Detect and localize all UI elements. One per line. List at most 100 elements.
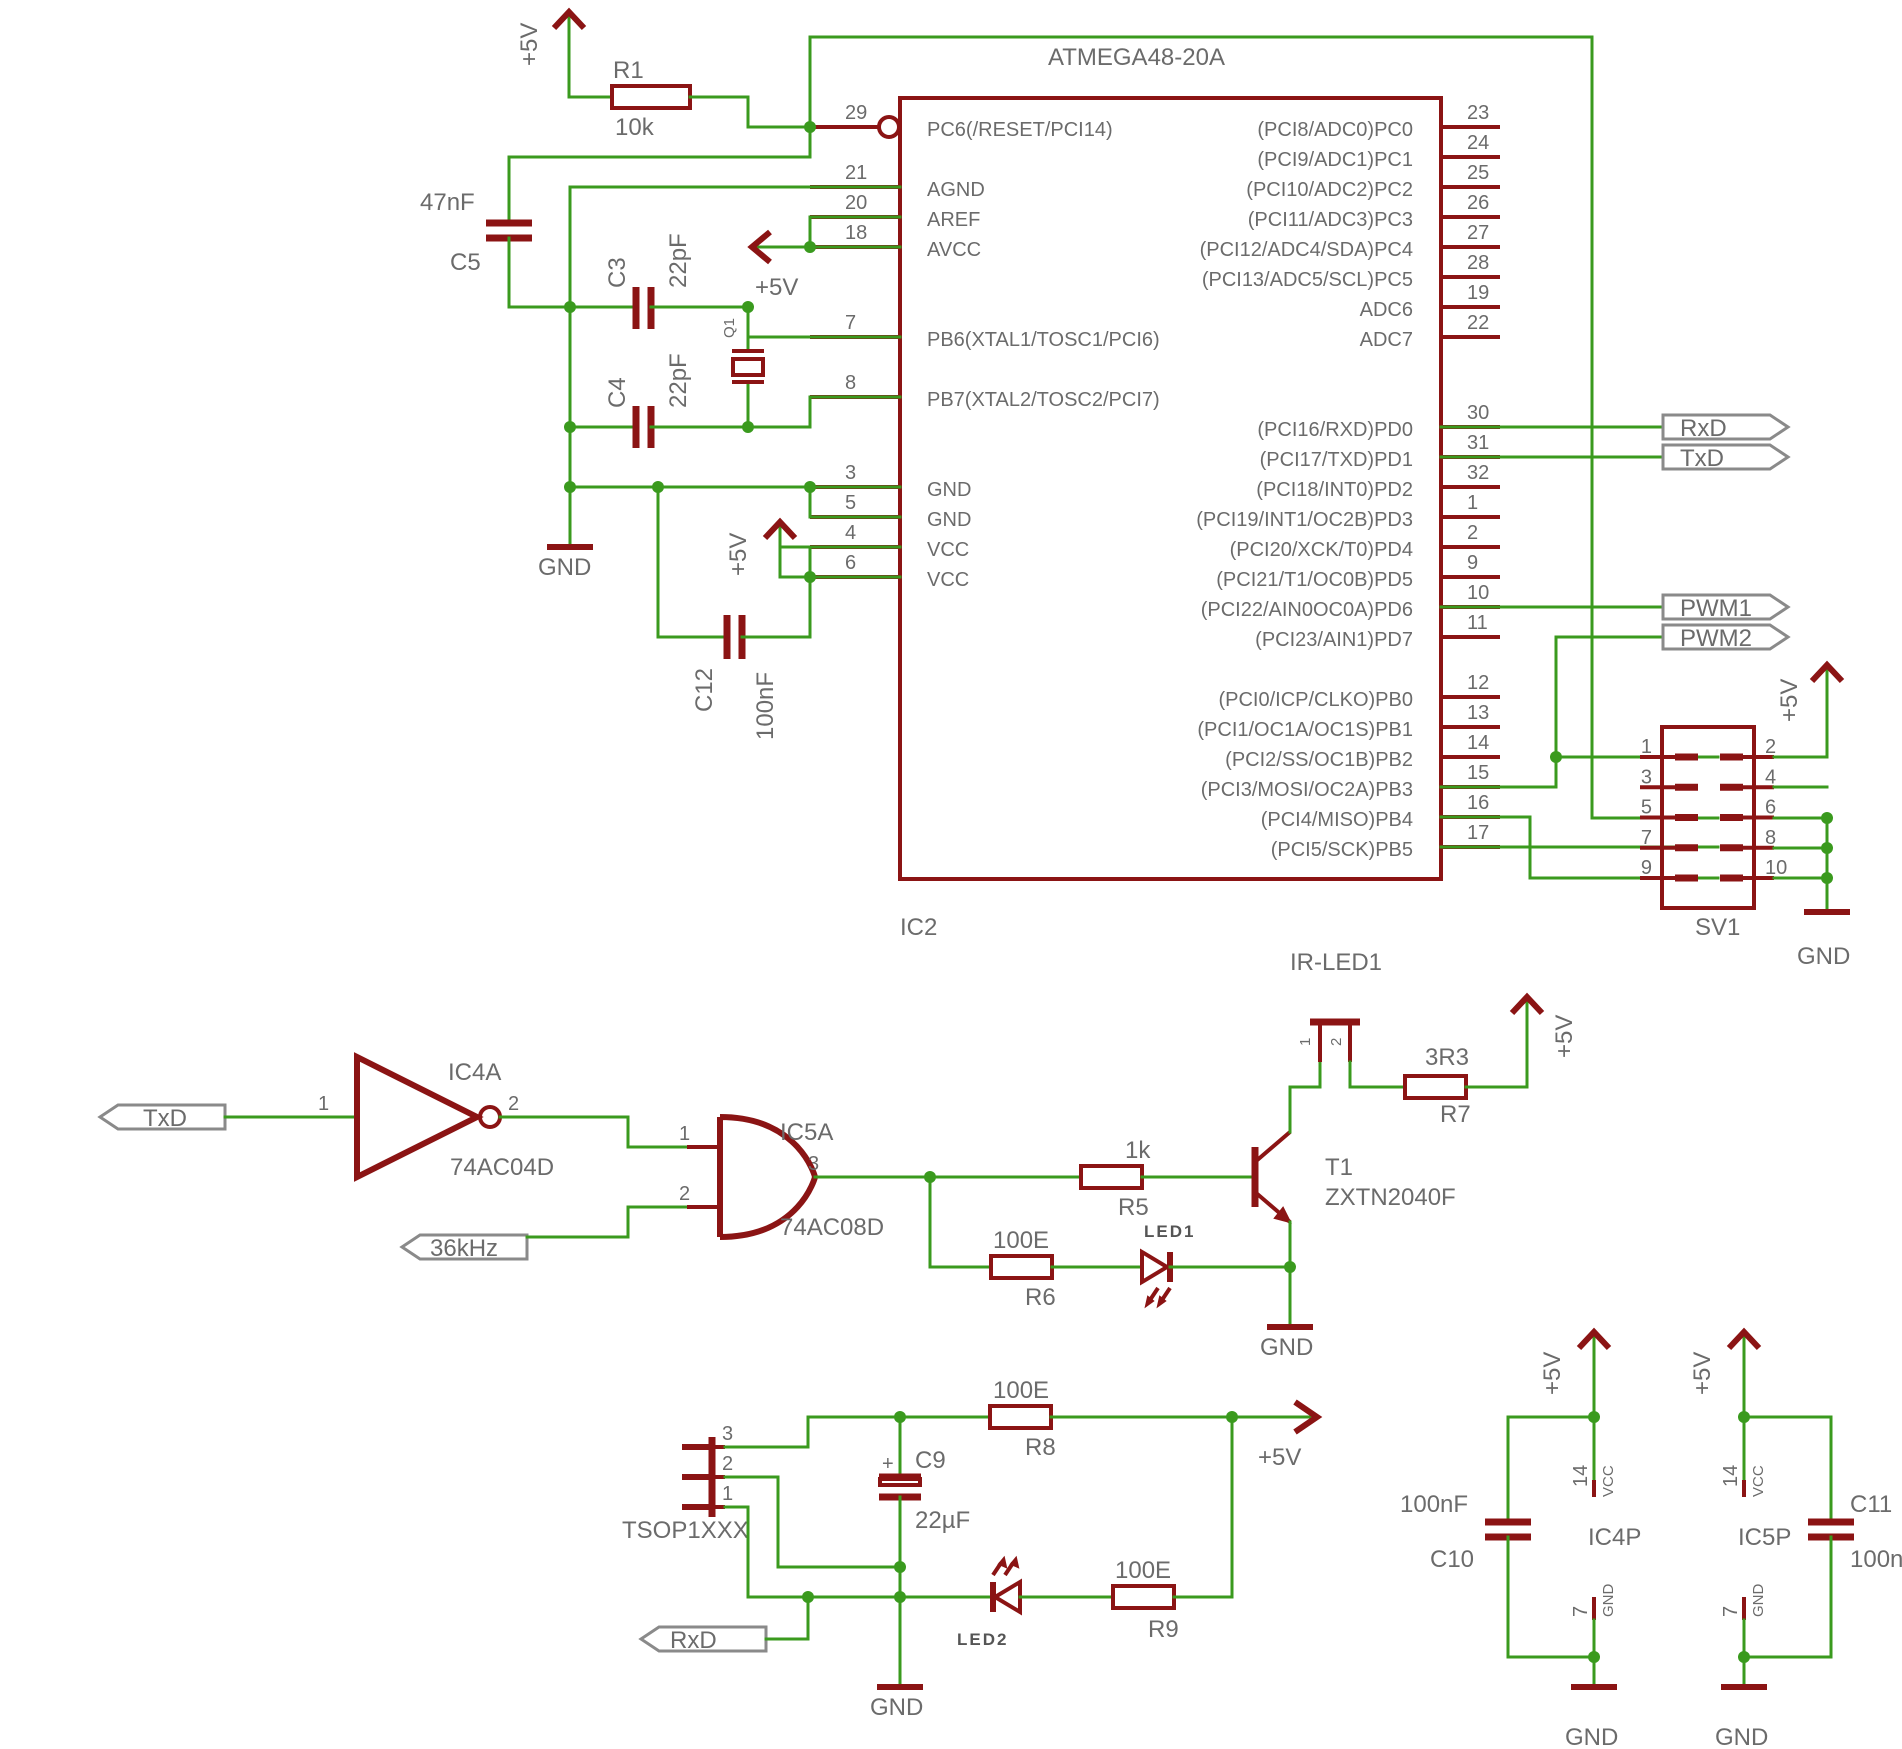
ic4a-pin-in: 1 (318, 1093, 329, 1115)
ic2-right-pin-num: 25 (1467, 162, 1489, 184)
ic2-right-pin-name: ADC7 (1360, 329, 1413, 351)
net-label-txd-in: TxD (97, 1103, 227, 1132)
ic2-right-pin-num: 31 (1467, 432, 1489, 454)
ic4p-gnd-label: GND (1565, 1724, 1618, 1749)
ic4a-pin-out: 2 (508, 1093, 519, 1115)
sv1-pin-odd: 7 (1641, 827, 1652, 849)
r7-resistor (1403, 1074, 1468, 1100)
ic2-left-pin-name: VCC (927, 569, 969, 591)
ic4a-value: 74AC04D (450, 1154, 554, 1181)
ic2-right-pin-name: (PCI18/INT0)PD2 (1256, 479, 1413, 501)
ic2-right-pin-name: ADC6 (1360, 299, 1413, 321)
sv1-gnd-label: GND (1797, 943, 1850, 970)
led2-diode (990, 1555, 1022, 1616)
ic2-left-pin-name: AVCC (927, 239, 981, 261)
net-label-36khz: 36kHz (399, 1233, 529, 1262)
ic5p-ref: IC5P (1738, 1524, 1791, 1551)
ic2-left-pin-name: PC6(/RESET/PCI14) (927, 119, 1113, 141)
ic4p-power: +5V 100nF C10 14 VCC IC4P 7 GND GND (1400, 1327, 1641, 1749)
r7-value: 3R3 (1425, 1044, 1469, 1071)
ic2-right-pin-name: (PCI17/TXD)PD1 (1260, 449, 1413, 471)
ic4p-vcc-pin: 14 (1570, 1465, 1592, 1487)
c9-ref: C9 (915, 1447, 946, 1474)
ic5a-pin-a: 1 (679, 1123, 690, 1145)
led2-ref: LED2 (957, 1630, 1008, 1649)
ic2-right-pin-name: (PCI13/ADC5/SCL)PC5 (1202, 269, 1413, 291)
ic4p-ref: IC4P (1588, 1524, 1641, 1551)
ic2-right-pin-name: (PCI3/MOSI/OC2A)PB3 (1201, 779, 1413, 801)
sv1-pin-odd: 1 (1641, 736, 1652, 758)
c10-value: 100nF (1400, 1491, 1468, 1518)
c4-ref: C4 (604, 377, 631, 408)
ic4p-supply-label: +5V (1539, 1352, 1566, 1395)
ic2-right-pin-name: (PCI22/AIN0OC0A)PD6 (1201, 599, 1413, 621)
ic2-name: ATMEGA48-20A (1048, 44, 1225, 71)
ic2-left-pin-num: 6 (845, 552, 856, 574)
ic2-left-pin-num: 29 (845, 102, 867, 124)
ic2-right-pin-name: (PCI2/SS/OC1B)PB2 (1225, 749, 1413, 771)
ic2-right-pin-name: (PCI1/OC1A/OC1S)PB1 (1197, 719, 1413, 741)
vcc-supply-label: +5V (725, 533, 752, 576)
r6-value: 100E (993, 1227, 1049, 1254)
ic2-left-pin-num: 5 (845, 492, 856, 514)
ir-transmitter: TxD 1 IC4A 74AC04D 2 36kHz 1 2 IC5A 74AC… (97, 949, 1578, 1361)
ic2-right-pin-name: (PCI21/T1/OC0B)PD5 (1216, 569, 1413, 591)
ic2-right-pin-name: (PCI12/ADC4/SDA)PC4 (1200, 239, 1413, 261)
ic2-right-pin-num: 22 (1467, 312, 1489, 334)
ic2-right-pin-num: 15 (1467, 762, 1489, 784)
sv1-pin-even: 2 (1765, 736, 1776, 758)
ic2-right-pin-name: (PCI23/AIN1)PD7 (1255, 629, 1413, 651)
r1-resistor (610, 84, 692, 110)
r8-ref: R8 (1025, 1434, 1056, 1461)
ic2-right-pin-num: 1 (1467, 492, 1478, 514)
ic5a-value: 74AC08D (780, 1214, 884, 1241)
q1-crystal (731, 357, 765, 377)
net-label-rxd-out: RxD (638, 1625, 768, 1654)
net-label-36khz-text: 36kHz (430, 1235, 498, 1262)
c11-ref: C11 (1850, 1491, 1892, 1518)
ir-receiver: 3 2 1 TSOP1XXX 100E R8 +5V + C9 22µF GND… (622, 1377, 1323, 1721)
ic2-right-pin-name: (PCI20/XCK/T0)PD4 (1230, 539, 1413, 561)
c3-ref: C3 (604, 257, 631, 288)
irled-ref: IR-LED1 (1290, 949, 1382, 976)
c9-value: 22µF (915, 1507, 970, 1534)
ic4p-gnd-pin: 7 (1570, 1606, 1592, 1617)
ic2-right-pins: 23(PCI8/ADC0)PC024(PCI9/ADC1)PC125(PCI10… (1196, 102, 1500, 861)
c12-ref: C12 (691, 668, 718, 712)
tsop-pin-1: 1 (722, 1483, 733, 1505)
t1-ref: T1 (1325, 1154, 1353, 1181)
rx-gnd-label: GND (870, 1694, 923, 1721)
t1-transistor (1251, 1130, 1292, 1224)
ic2-right-pin-num: 30 (1467, 402, 1489, 424)
ic2-mcu: ATMEGA48-20A IC2 29PC6(/RESET/PCI14)21AG… (810, 44, 1500, 941)
ic5p-vcc-pin: 14 (1720, 1465, 1742, 1487)
t1-gnd-label: GND (1260, 1334, 1313, 1361)
ic5a-pin-out: 3 (808, 1153, 819, 1175)
ic2-left-pin-num: 3 (845, 462, 856, 484)
net-label-pwm2-text: PWM2 (1680, 625, 1752, 652)
c9-plus: + (882, 1453, 894, 1475)
sv1-pin-even: 4 (1765, 766, 1776, 788)
ic2-right-pin-num: 27 (1467, 222, 1489, 244)
ic2-ref: IC2 (900, 914, 937, 941)
tsop-ref: TSOP1XXX (622, 1517, 749, 1544)
c5-value: 47nF (420, 189, 475, 216)
r6-ref: R6 (1025, 1284, 1056, 1311)
c3-value: 22pF (665, 233, 692, 288)
ic2-right-pin-num: 9 (1467, 552, 1478, 574)
r9-resistor (1111, 1584, 1176, 1610)
c5-ref: C5 (450, 249, 481, 276)
ic2-left-pin-name: PB7(XTAL2/TOSC2/PCI7) (927, 389, 1160, 411)
ic5p-power: +5V C11 100nF 14 VCC IC5P 7 GND GND (1689, 1327, 1902, 1749)
ic2-left-pin-name: AGND (927, 179, 985, 201)
r5-resistor (1079, 1164, 1144, 1190)
irled-pin1: 1 (1297, 1038, 1314, 1046)
ic2-right-pin-name: (PCI19/INT1/OC2B)PD3 (1196, 509, 1413, 531)
ic2-right-pin-name: (PCI16/RXD)PD0 (1257, 419, 1413, 441)
ic2-right-pin-num: 32 (1467, 462, 1489, 484)
c11-value: 100nF (1850, 1546, 1902, 1573)
ic2-right-pin-name: (PCI9/ADC1)PC1 (1257, 149, 1413, 171)
r7-ref: R7 (1440, 1101, 1471, 1128)
